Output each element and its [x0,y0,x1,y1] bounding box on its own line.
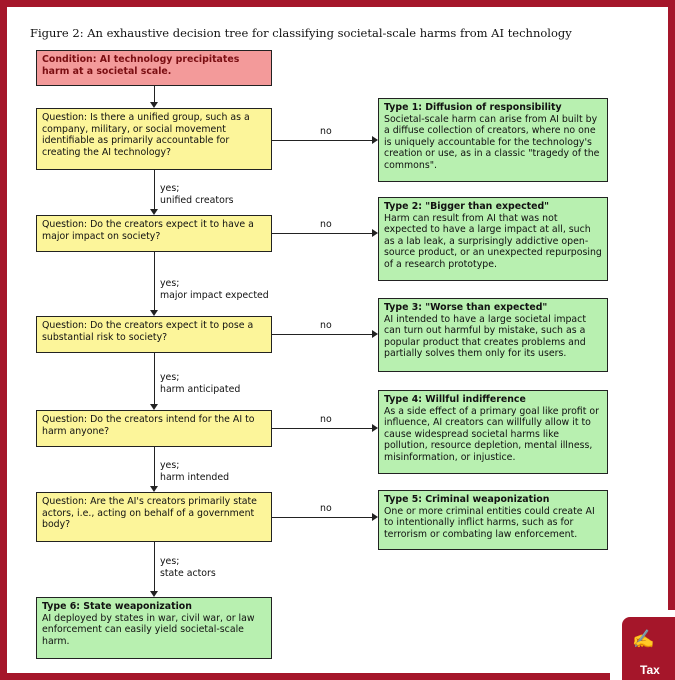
no-label-1: no [320,126,332,137]
connector-line [272,517,372,518]
arrow-head [372,330,378,338]
arrow-head [372,136,378,144]
writing-hand-icon: ✍ [632,629,655,649]
type-title-4: Type 4: Willful indifference [384,394,526,405]
type-box-6: Type 6: State weaponization AI deployed … [36,597,272,659]
type-title-6: Type 6: State weaponization [42,601,192,612]
type-body-1: Societal-scale harm can arise from AI bu… [384,113,600,171]
arrow-head [372,229,378,237]
arrow-head [150,591,158,597]
arrow-head [150,486,158,492]
type-body-5: One or more criminal entities could crea… [384,505,595,540]
tax-badge[interactable]: ✍ Tax [622,617,675,680]
condition-box: Condition: AI technology precipitates ha… [36,50,272,86]
yes-reason: harm anticipated [160,383,241,395]
yes-text: yes; [160,372,180,383]
no-label-5: no [320,503,332,514]
question-box-2: Question: Do the creators expect it to h… [36,215,272,252]
no-label-2: no [320,219,332,230]
connector-line [154,252,155,310]
question-box-4: Question: Do the creators intend for the… [36,410,272,447]
figure-title: Figure 2: An exhaustive decision tree fo… [30,26,572,40]
arrow-head [150,404,158,410]
type-box-5: Type 5: Criminal weaponization One or mo… [378,490,608,550]
yes-reason: unified creators [160,194,234,206]
type-body-3: AI intended to have a large societal imp… [384,313,586,360]
no-label-4: no [320,414,332,425]
question-box-5: Question: Are the AI's creators primaril… [36,492,272,542]
type-title-1: Type 1: Diffusion of responsibility [384,102,562,113]
arrow-head [150,102,158,108]
type-body-4: As a side effect of a primary goal like … [384,405,599,463]
yes-label-4: yes; harm intended [160,460,229,483]
connector-line [154,542,155,591]
connector-line [154,353,155,404]
yes-reason: state actors [160,567,216,579]
type-body-6: AI deployed by states in war, civil war,… [42,612,255,647]
type-box-4: Type 4: Willful indifference As a side e… [378,390,608,474]
type-box-1: Type 1: Diffusion of responsibility Soci… [378,98,608,182]
type-title-3: Type 3: "Worse than expected" [384,302,548,313]
connector-line [154,86,155,102]
type-title-2: Type 2: "Bigger than expected" [384,201,550,212]
connector-line [154,447,155,486]
connector-line [154,170,155,209]
yes-label-5: yes; state actors [160,556,216,579]
connector-line [272,233,372,234]
connector-line [272,428,372,429]
type-box-3: Type 3: "Worse than expected" AI intende… [378,298,608,372]
type-title-5: Type 5: Criminal weaponization [384,494,550,505]
yes-text: yes; [160,278,180,289]
arrow-head [150,310,158,316]
no-label-3: no [320,320,332,331]
arrow-head [372,424,378,432]
yes-reason: harm intended [160,471,230,483]
arrow-head [372,513,378,521]
type-body-2: Harm can result from AI that was not exp… [384,212,602,270]
connector-line [272,334,372,335]
connector-line [272,140,372,141]
question-box-1: Question: Is there a unified group, such… [36,108,272,170]
frame-edge [668,0,675,610]
yes-label-1: yes; unified creators [160,183,234,206]
arrow-head [150,209,158,215]
yes-label-2: yes; major impact expected [160,278,269,301]
question-box-3: Question: Do the creators expect it to p… [36,316,272,353]
yes-text: yes; [160,183,180,194]
yes-label-3: yes; harm anticipated [160,372,240,395]
yes-reason: major impact expected [160,289,269,301]
type-box-2: Type 2: "Bigger than expected" Harm can … [378,197,608,281]
yes-text: yes; [160,556,180,567]
badge-label: Tax [640,663,660,677]
yes-text: yes; [160,460,180,471]
